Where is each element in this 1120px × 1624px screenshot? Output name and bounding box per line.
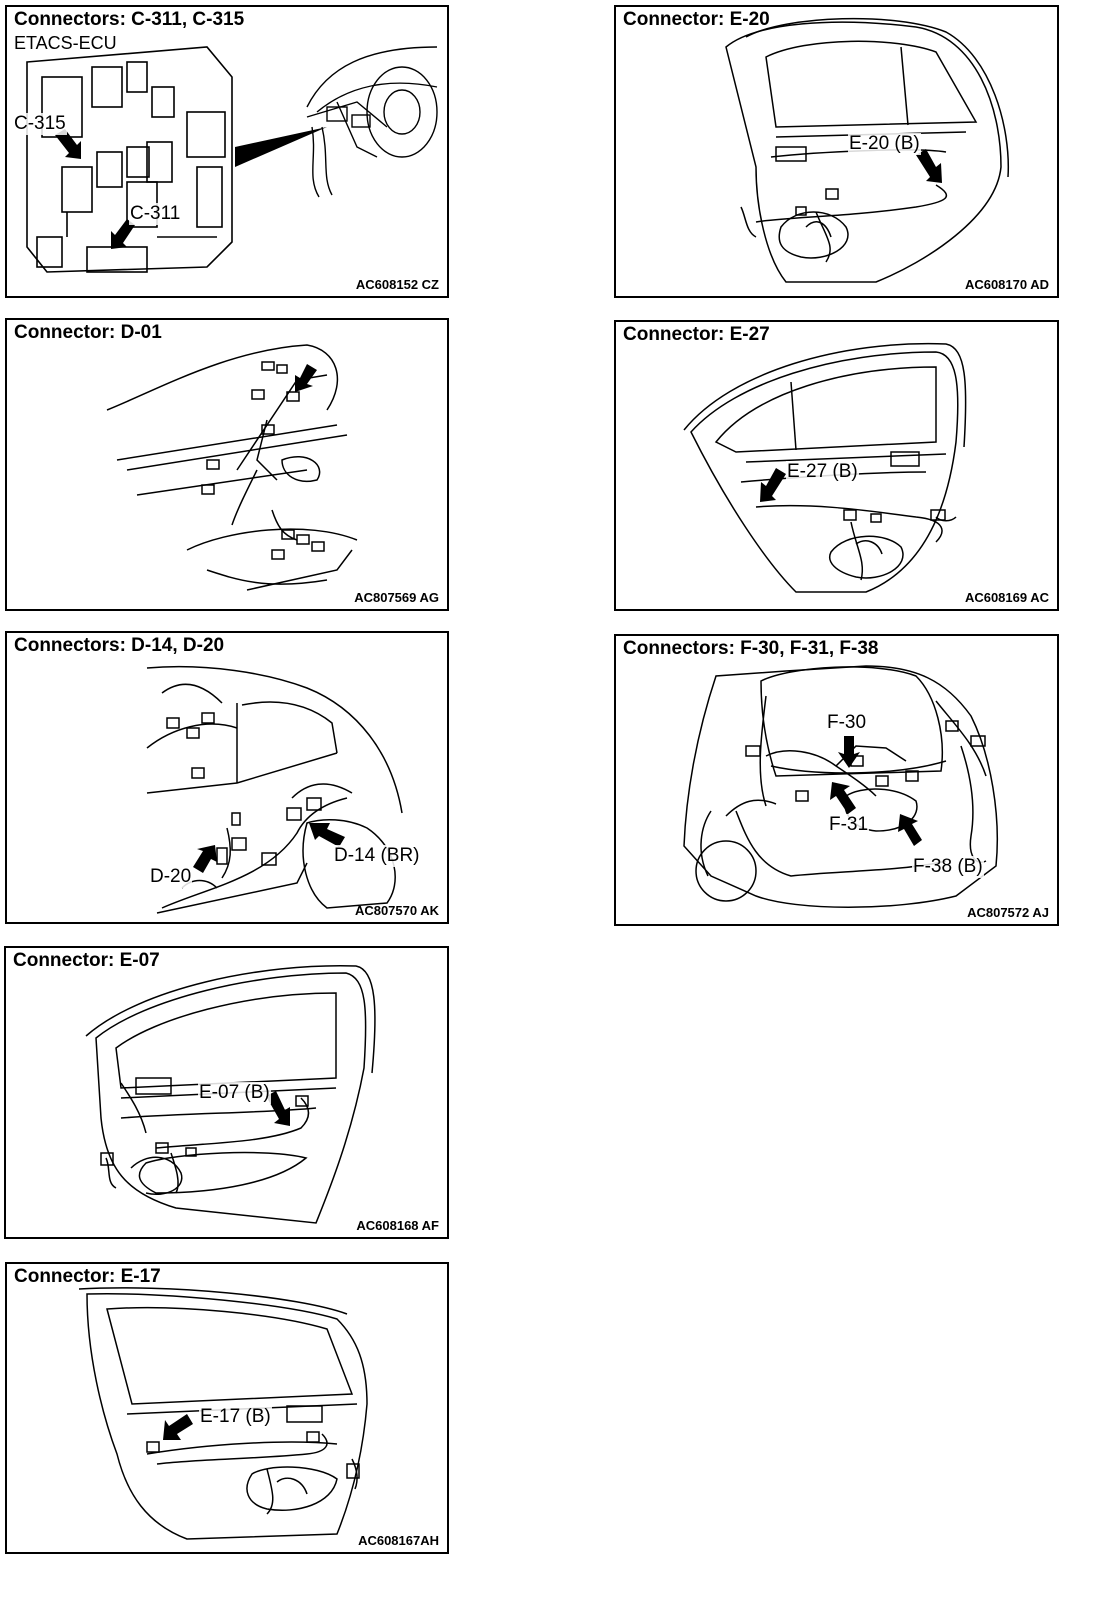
arrow-e17-icon: [163, 1414, 193, 1440]
panel-connector-e20: Connector: E-20 E-20 (B) AC608170 AD: [614, 5, 1059, 298]
arrow-e07-icon: [266, 1091, 290, 1126]
callout-c315: C-315: [13, 113, 67, 135]
reference-code: AC608152 CZ: [355, 277, 439, 292]
callout-f38: F-38 (B): [912, 856, 984, 878]
panel-connector-e07: Connector: E-07 E-07 (B) AC608168 AF: [4, 946, 449, 1239]
panel-connector-d01: Connector: D-01 AC807569 AG: [5, 318, 449, 611]
arrow-c315-icon: [55, 129, 81, 159]
arrow-e20-icon: [916, 149, 942, 183]
callout-e07: E-07 (B): [198, 1082, 271, 1104]
panel-connectors-c311-c315: Connectors: C-311, C-315 ETACS-ECU C-315…: [5, 5, 449, 298]
panel-title: Connector: E-17: [14, 1266, 161, 1287]
etacs-ecu-illustration: [26, 46, 438, 273]
rear-door-illustration: [725, 17, 1010, 283]
arrow-f30-icon: [838, 736, 860, 768]
panel-title: Connectors: D-14, D-20: [14, 635, 225, 656]
callout-c311: C-311: [129, 203, 182, 225]
panel-connectors-f30-f31-f38: Connectors: F-30, F-31, F-38 F-30 F-31 F…: [614, 634, 1059, 926]
callout-d14: D-14 (BR): [333, 845, 421, 867]
arrow-d01-icon: [295, 364, 317, 392]
tailgate-illustration: [683, 665, 999, 908]
callout-e20: E-20 (B): [848, 133, 921, 155]
panel-subtitle: ETACS-ECU: [14, 33, 117, 53]
arrow-c311-icon: [111, 219, 135, 249]
callout-e27: E-27 (B): [786, 461, 859, 483]
panel-title: Connectors: C-311, C-315: [14, 9, 245, 30]
panel-title: Connector: E-07: [13, 950, 160, 971]
front-door-e17-illustration: [78, 1287, 368, 1540]
panel-title: Connector: E-27: [623, 324, 770, 345]
rear-door-e27-illustration: [683, 342, 967, 593]
rear-quarter-illustration: [146, 665, 403, 914]
panel-connectors-d14-d20: Connectors: D-14, D-20 D-20 D-14 (BR) AC…: [5, 631, 449, 924]
panel-title: Connector: E-20: [623, 9, 770, 30]
roof-harness-illustration: [106, 344, 358, 591]
arrow-d20-icon: [193, 845, 217, 873]
arrow-f31-icon: [830, 782, 856, 814]
arrow-d14-icon: [309, 823, 345, 847]
callout-f30: F-30: [826, 712, 868, 734]
reference-code: AC608169 AC: [964, 590, 1049, 605]
front-door-e07-illustration: [85, 965, 376, 1224]
panel-connector-e17: Connector: E-17 E-17 (B) AC608167AH: [5, 1262, 449, 1554]
reference-code: AC807570 AK: [354, 903, 439, 918]
callout-e17: E-17 (B): [199, 1406, 272, 1428]
reference-code: AC807572 AJ: [967, 905, 1049, 920]
reference-code: AC807569 AG: [354, 590, 439, 605]
reference-code: AC608168 AF: [356, 1218, 439, 1233]
arrow-e27-icon: [760, 468, 786, 502]
callout-d20: D-20: [149, 866, 193, 888]
pointer-wedge-icon: [235, 127, 327, 167]
arrow-f38-icon: [898, 814, 922, 846]
panel-connector-e27: Connector: E-27 E-27 (B) AC608169 AC: [614, 320, 1059, 611]
panel-title: Connector: D-01: [14, 322, 162, 343]
panel-title: Connectors: F-30, F-31, F-38: [623, 638, 879, 659]
reference-code: AC608167AH: [358, 1533, 439, 1548]
callout-f31: F-31: [828, 814, 870, 836]
reference-code: AC608170 AD: [964, 277, 1049, 292]
